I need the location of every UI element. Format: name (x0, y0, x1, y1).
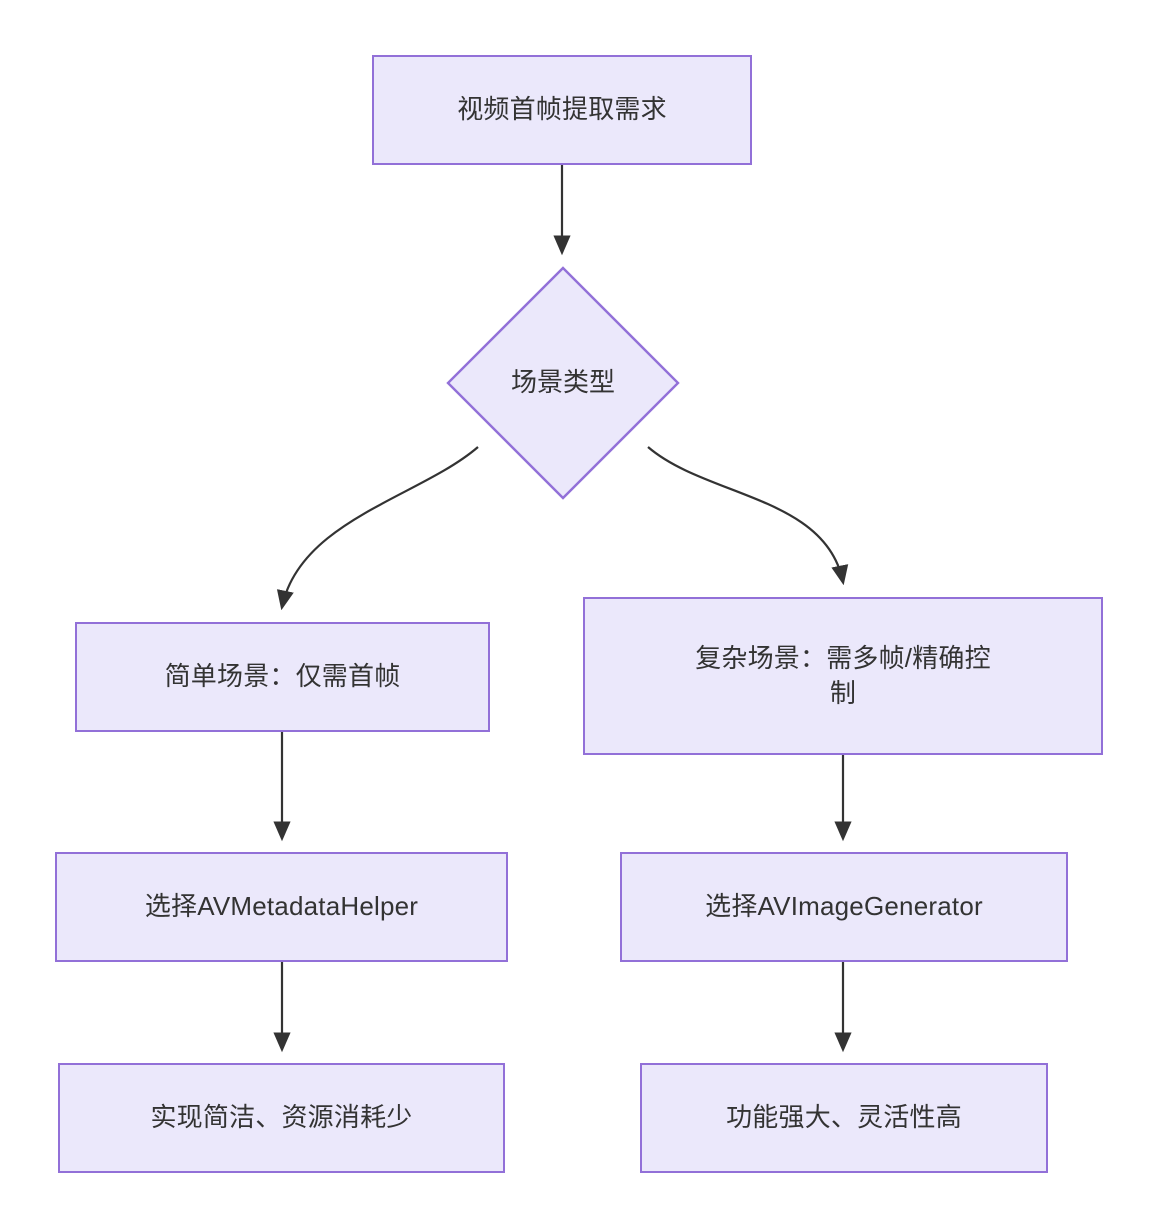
node-simple-scene[interactable]: 简单场景：仅需首帧 (75, 622, 490, 732)
node-label: 复杂场景：需多帧/精确控 制 (695, 642, 991, 708)
node-result-simple-implementation[interactable]: 实现简洁、资源消耗少 (58, 1063, 505, 1173)
node-label: 功能强大、灵活性高 (726, 1102, 962, 1133)
node-choose-avmetadatahelper[interactable]: 选择AVMetadataHelper (55, 852, 508, 962)
node-label: 实现简洁、资源消耗少 (150, 1102, 413, 1133)
node-result-powerful-flexible[interactable]: 功能强大、灵活性高 (640, 1063, 1048, 1173)
node-label: 选择AVMetadataHelper (144, 891, 419, 922)
node-scene-type-decision[interactable]: 场景类型 (446, 266, 680, 500)
node-label: 场景类型 (510, 367, 615, 398)
node-label: 选择AVImageGenerator (705, 891, 983, 922)
node-video-first-frame-requirement[interactable]: 视频首帧提取需求 (372, 55, 752, 165)
node-label: 简单场景：仅需首帧 (164, 661, 401, 692)
diamond-shape (446, 266, 680, 500)
node-choose-avimagegenerator[interactable]: 选择AVImageGenerator (620, 852, 1068, 962)
node-label: 视频首帧提取需求 (457, 94, 667, 125)
node-complex-scene[interactable]: 复杂场景：需多帧/精确控 制 (583, 597, 1103, 755)
